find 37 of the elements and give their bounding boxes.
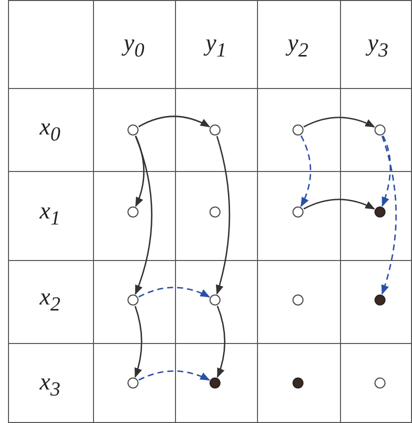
curved-arrow [303,198,376,210]
hollow-circle [292,206,304,218]
curved-arrow [134,306,142,378]
filled-dot [210,378,220,388]
row-header: x$_{1}$ [40,200,60,228]
dashed-arrow [382,135,391,207]
column-header: y$_{1}$ [206,32,226,60]
curved-arrow [216,306,226,378]
dashed-arrow [138,286,210,298]
curved-arrow [135,136,145,208]
filled-dot [374,206,386,218]
hollow-circle [128,294,138,306]
curved-arrow [216,136,230,295]
filled-dot [374,294,386,306]
hollow-circle [292,124,304,136]
dashed-arrow [381,136,397,295]
curved-arrow [134,136,152,295]
column-header: y$_{3}$ [368,32,388,60]
hollow-circle [210,206,220,218]
row-header: x$_{0}$ [40,116,60,144]
column-header: y$_{0}$ [124,32,144,60]
hollow-circle [128,206,138,218]
curved-arrow [138,116,210,128]
hollow-circle [128,124,138,136]
curved-arrow [303,116,376,128]
dashed-arrow [138,370,210,381]
hollow-circle [374,124,386,136]
dashed-arrow [300,135,312,208]
hollow-circle [210,294,220,306]
column-header: y$_{2}$ [288,32,308,60]
hollow-circle [292,294,304,306]
hollow-circle [210,124,220,136]
hollow-circle [128,378,138,388]
hollow-circle [374,378,386,388]
row-header: x$_{2}$ [40,286,60,314]
row-header: x$_{3}$ [40,370,60,400]
filled-dot [292,378,304,388]
